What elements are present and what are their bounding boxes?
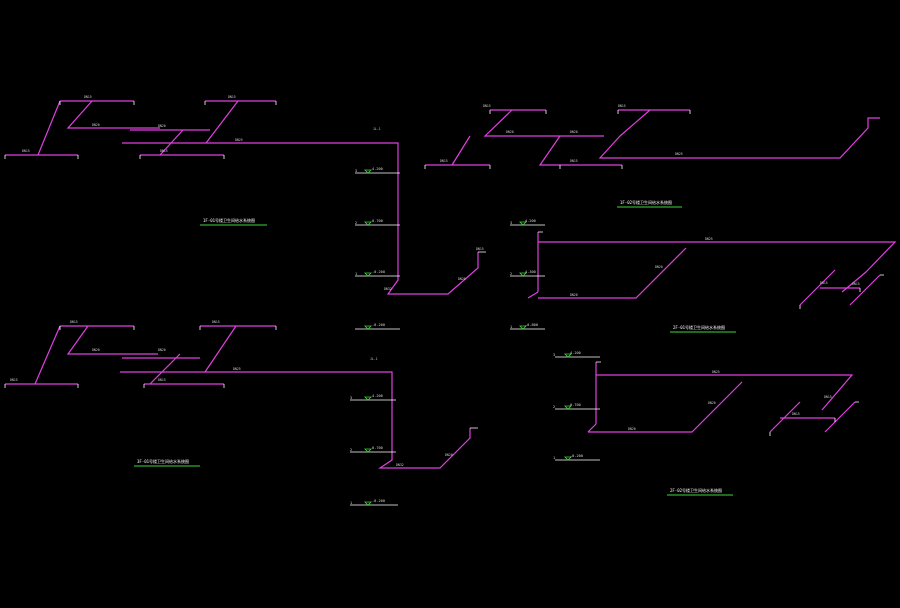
svg-text:3: 3 (510, 221, 512, 225)
svg-text:-0.800: -0.800 (525, 323, 538, 327)
svg-text:3: 3 (553, 353, 555, 357)
svg-text:4.200: 4.200 (570, 351, 581, 355)
level-marker: 0.700 2 (350, 446, 396, 453)
pipe-label: DN15 (10, 378, 18, 382)
pipe-label: DN15 (22, 149, 30, 153)
level-marker: 0.700 2 (355, 219, 400, 226)
pipe-label: JL-1 (370, 357, 378, 361)
level-marker: 4.200 3 (510, 219, 545, 226)
fixture-taps (596, 361, 859, 436)
svg-text:1: 1 (350, 501, 352, 505)
pipe-label: DN15 (158, 378, 166, 382)
pipe-label: DN15 (476, 247, 484, 251)
svg-text:2: 2 (350, 448, 352, 452)
level-marker: 0.700 2 (553, 403, 600, 410)
pipe-label: DN32 (384, 287, 392, 291)
pipe-label: DN15 (228, 95, 236, 99)
diagram-1: DN15 DN15 DN20 DN20 DN25 DN15 DN15 JL-1 … (4, 95, 486, 330)
level-marker: -0.200 (355, 323, 400, 330)
svg-text:3: 3 (355, 169, 357, 173)
pipe-label: DN15 (852, 282, 860, 286)
pipe-label: DN15 (820, 281, 828, 285)
level-marker: 4.300 2 (510, 270, 545, 277)
pipe-label: DN20 (158, 348, 166, 352)
pipe-label: DN25 (712, 370, 720, 374)
fixture-taps (4, 101, 486, 253)
pipe-label: DN15 (824, 395, 832, 399)
svg-text:-0.200: -0.200 (372, 270, 385, 274)
diagram-5: DN25 DN20 DN20 DN15 DN15 4.200 3 0.700 2… (553, 351, 859, 496)
pipe-label: DN25 (235, 138, 243, 142)
pipe-network (527, 232, 897, 306)
svg-text:0.700: 0.700 (372, 446, 383, 450)
pipe-label: DN32 (396, 463, 404, 467)
level-marker: -0.200 1 (355, 270, 400, 277)
pipe-label: DN15 (440, 159, 448, 163)
diagram-3: DN25 DN20 DN20 DN15 DN15 4.200 3 4.300 2… (510, 219, 897, 333)
svg-text:4.200: 4.200 (372, 167, 383, 171)
pipe-label: DN15 (483, 104, 491, 108)
pipe-label: DN15 (618, 104, 626, 108)
diagram-2: DN15 DN15 DN20 DN20 DN25 DN15 DN15 1F-02… (424, 104, 880, 208)
level-marker: -0.200 1 (350, 499, 398, 506)
pipe-label: DN20 (506, 130, 514, 134)
diagram-4: DN15 DN15 DN20 DN20 DN25 DN15 DN15 JL-1 … (4, 320, 478, 506)
fixture-taps (424, 110, 691, 169)
svg-text:4.300: 4.300 (525, 270, 536, 274)
svg-text:1: 1 (510, 325, 512, 329)
pipe-label: DN20 (628, 427, 636, 431)
svg-text:1: 1 (553, 456, 555, 460)
diagram-title: 1F-02号楼卫生间给水系统图 (620, 199, 672, 205)
level-marker: -0.800 1 (510, 323, 545, 330)
pipe-label: DN15 (84, 95, 92, 99)
level-marker: 4.200 3 (553, 351, 600, 358)
pipe-label: DN20 (570, 130, 578, 134)
svg-text:2: 2 (355, 221, 357, 225)
pipe-label: DN20 (92, 123, 100, 127)
svg-text:2: 2 (510, 272, 512, 276)
svg-text:-0.200: -0.200 (372, 323, 385, 327)
svg-text:1: 1 (355, 272, 357, 276)
svg-text:4.200: 4.200 (525, 219, 536, 223)
level-marker: 4.200 3 (350, 394, 396, 401)
pipe-label: DN15 (212, 320, 220, 324)
pipe-label: DN25 (233, 367, 241, 371)
svg-text:-0.200: -0.200 (570, 454, 583, 458)
svg-text:0.700: 0.700 (372, 219, 383, 223)
pipe-label: DN25 (675, 152, 683, 156)
diagram-title: 2F-01号楼卫生间给水系统图 (673, 324, 725, 330)
pipe-label: DN15 (70, 320, 78, 324)
pipe-label: DN20 (158, 124, 166, 128)
pipe-label: DN20 (458, 277, 466, 281)
pipe-label: DN20 (655, 265, 663, 269)
level-marker: -0.200 1 (553, 454, 600, 461)
diagram-title: 3F-01号楼卫生间给水系统图 (137, 458, 189, 464)
svg-text:-0.200: -0.200 (372, 499, 385, 503)
pipe-network (5, 100, 479, 295)
svg-text:2: 2 (553, 405, 555, 409)
pipe-label: DN20 (708, 401, 716, 405)
pipe-label: DN20 (92, 348, 100, 352)
pipe-network (425, 109, 880, 166)
diagram-title: 1F-01号楼卫生间给水系统图 (203, 217, 255, 223)
diagram-title: 2F-02号楼卫生间给水系统图 (670, 487, 722, 493)
pipe-label: DN15 (792, 412, 800, 416)
pipe-network (5, 325, 471, 469)
svg-text:3: 3 (350, 396, 352, 400)
svg-text:4.200: 4.200 (372, 394, 383, 398)
fixture-taps (538, 231, 884, 309)
pipe-label: JL-1 (373, 127, 381, 131)
level-marker: 4.200 3 (355, 167, 400, 174)
pipe-label: DN15 (160, 149, 168, 153)
svg-text:0.700: 0.700 (570, 403, 581, 407)
pipe-label: DN15 (570, 159, 578, 163)
pipe-label: DN25 (705, 237, 713, 241)
fixture-taps (4, 326, 478, 429)
pipe-network (587, 362, 856, 433)
pipe-label: DN20 (570, 293, 578, 297)
pipe-label: DN20 (445, 453, 453, 457)
